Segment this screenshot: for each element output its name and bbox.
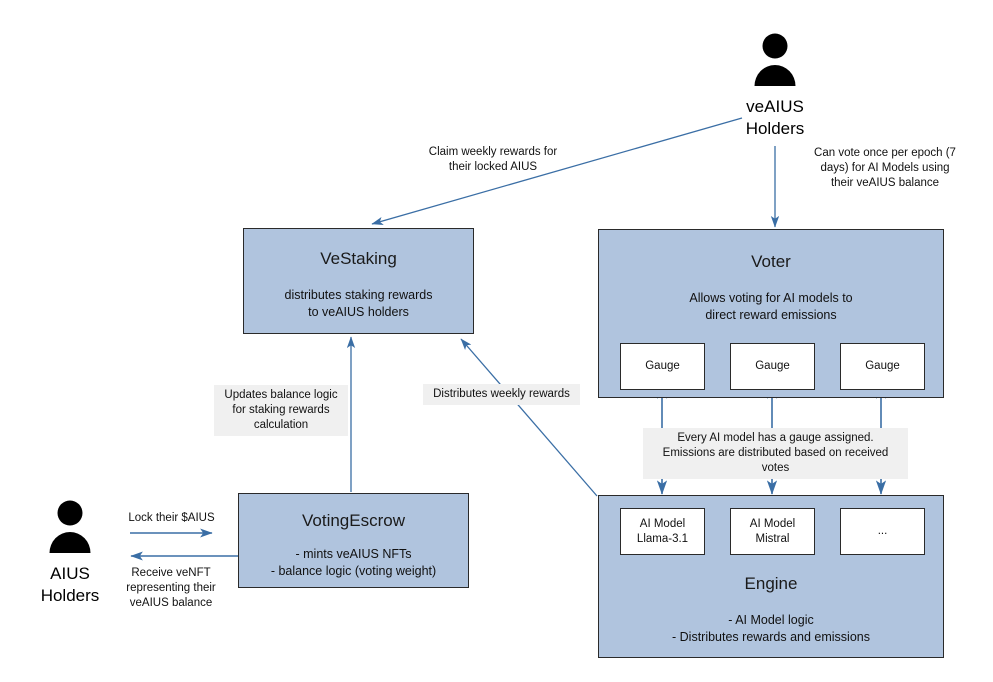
edge-label-updates-balance: Updates balance logic for staking reward… <box>214 385 348 436</box>
ai-model-box-2[interactable]: AI Model Mistral <box>730 508 815 555</box>
node-subtitle: - AI Model logic - Distributes rewards a… <box>672 613 870 644</box>
actor-label: AIUS Holders <box>40 564 100 605</box>
node-title: VotingEscrow <box>302 511 405 530</box>
ai-model-label: AI Model Mistral <box>749 517 796 545</box>
edge-label-gauge-assignment: Every AI model has a gauge assigned. Emi… <box>643 428 908 479</box>
actor-veaius-holders: veAIUS Holders <box>713 33 837 140</box>
edge-label-receive-venft: Receive veNFT representing their veAIUS … <box>126 567 216 609</box>
gauge-box-3[interactable]: Gauge <box>840 343 925 390</box>
gauge-box-1[interactable]: Gauge <box>620 343 705 390</box>
ai-model-label: AI Model Llama-3.1 <box>636 517 689 545</box>
gauge-label: Gauge <box>865 360 900 372</box>
ai-model-box-3[interactable]: ... <box>840 508 925 555</box>
node-vestaking[interactable]: VeStaking distributes staking rewards to… <box>243 228 474 334</box>
gauge-box-2[interactable]: Gauge <box>730 343 815 390</box>
edge-engine-to-vestaking <box>460 338 598 497</box>
person-icon <box>49 500 91 553</box>
gauge-label: Gauge <box>645 360 680 372</box>
actor-aius-holders: AIUS Holders <box>8 500 132 607</box>
ai-model-label: ... <box>877 525 888 537</box>
edge-label-lock-aius: Lock their $AIUS <box>128 512 215 524</box>
ai-model-box-1[interactable]: AI Model Llama-3.1 <box>620 508 705 555</box>
node-title: Voter <box>751 252 791 271</box>
actor-label: veAIUS Holders <box>745 97 805 138</box>
edge-label-distributes-weekly: Distributes weekly rewards <box>423 384 580 405</box>
node-subtitle: - mints veAIUS NFTs - balance logic (vot… <box>270 547 437 578</box>
node-title: Engine <box>744 574 798 593</box>
node-votingescrow[interactable]: VotingEscrow - mints veAIUS NFTs - balan… <box>238 493 469 588</box>
node-subtitle: distributes staking rewards to veAIUS ho… <box>284 288 433 319</box>
person-icon <box>754 33 796 86</box>
gauge-label: Gauge <box>755 360 790 372</box>
node-subtitle: Allows voting for AI models to direct re… <box>689 291 853 322</box>
edge-label-can-vote: Can vote once per epoch (7 days) for AI … <box>814 147 956 189</box>
node-title: VeStaking <box>320 249 397 268</box>
edge-label-claim-rewards: Claim weekly rewards for their locked AI… <box>428 146 558 173</box>
